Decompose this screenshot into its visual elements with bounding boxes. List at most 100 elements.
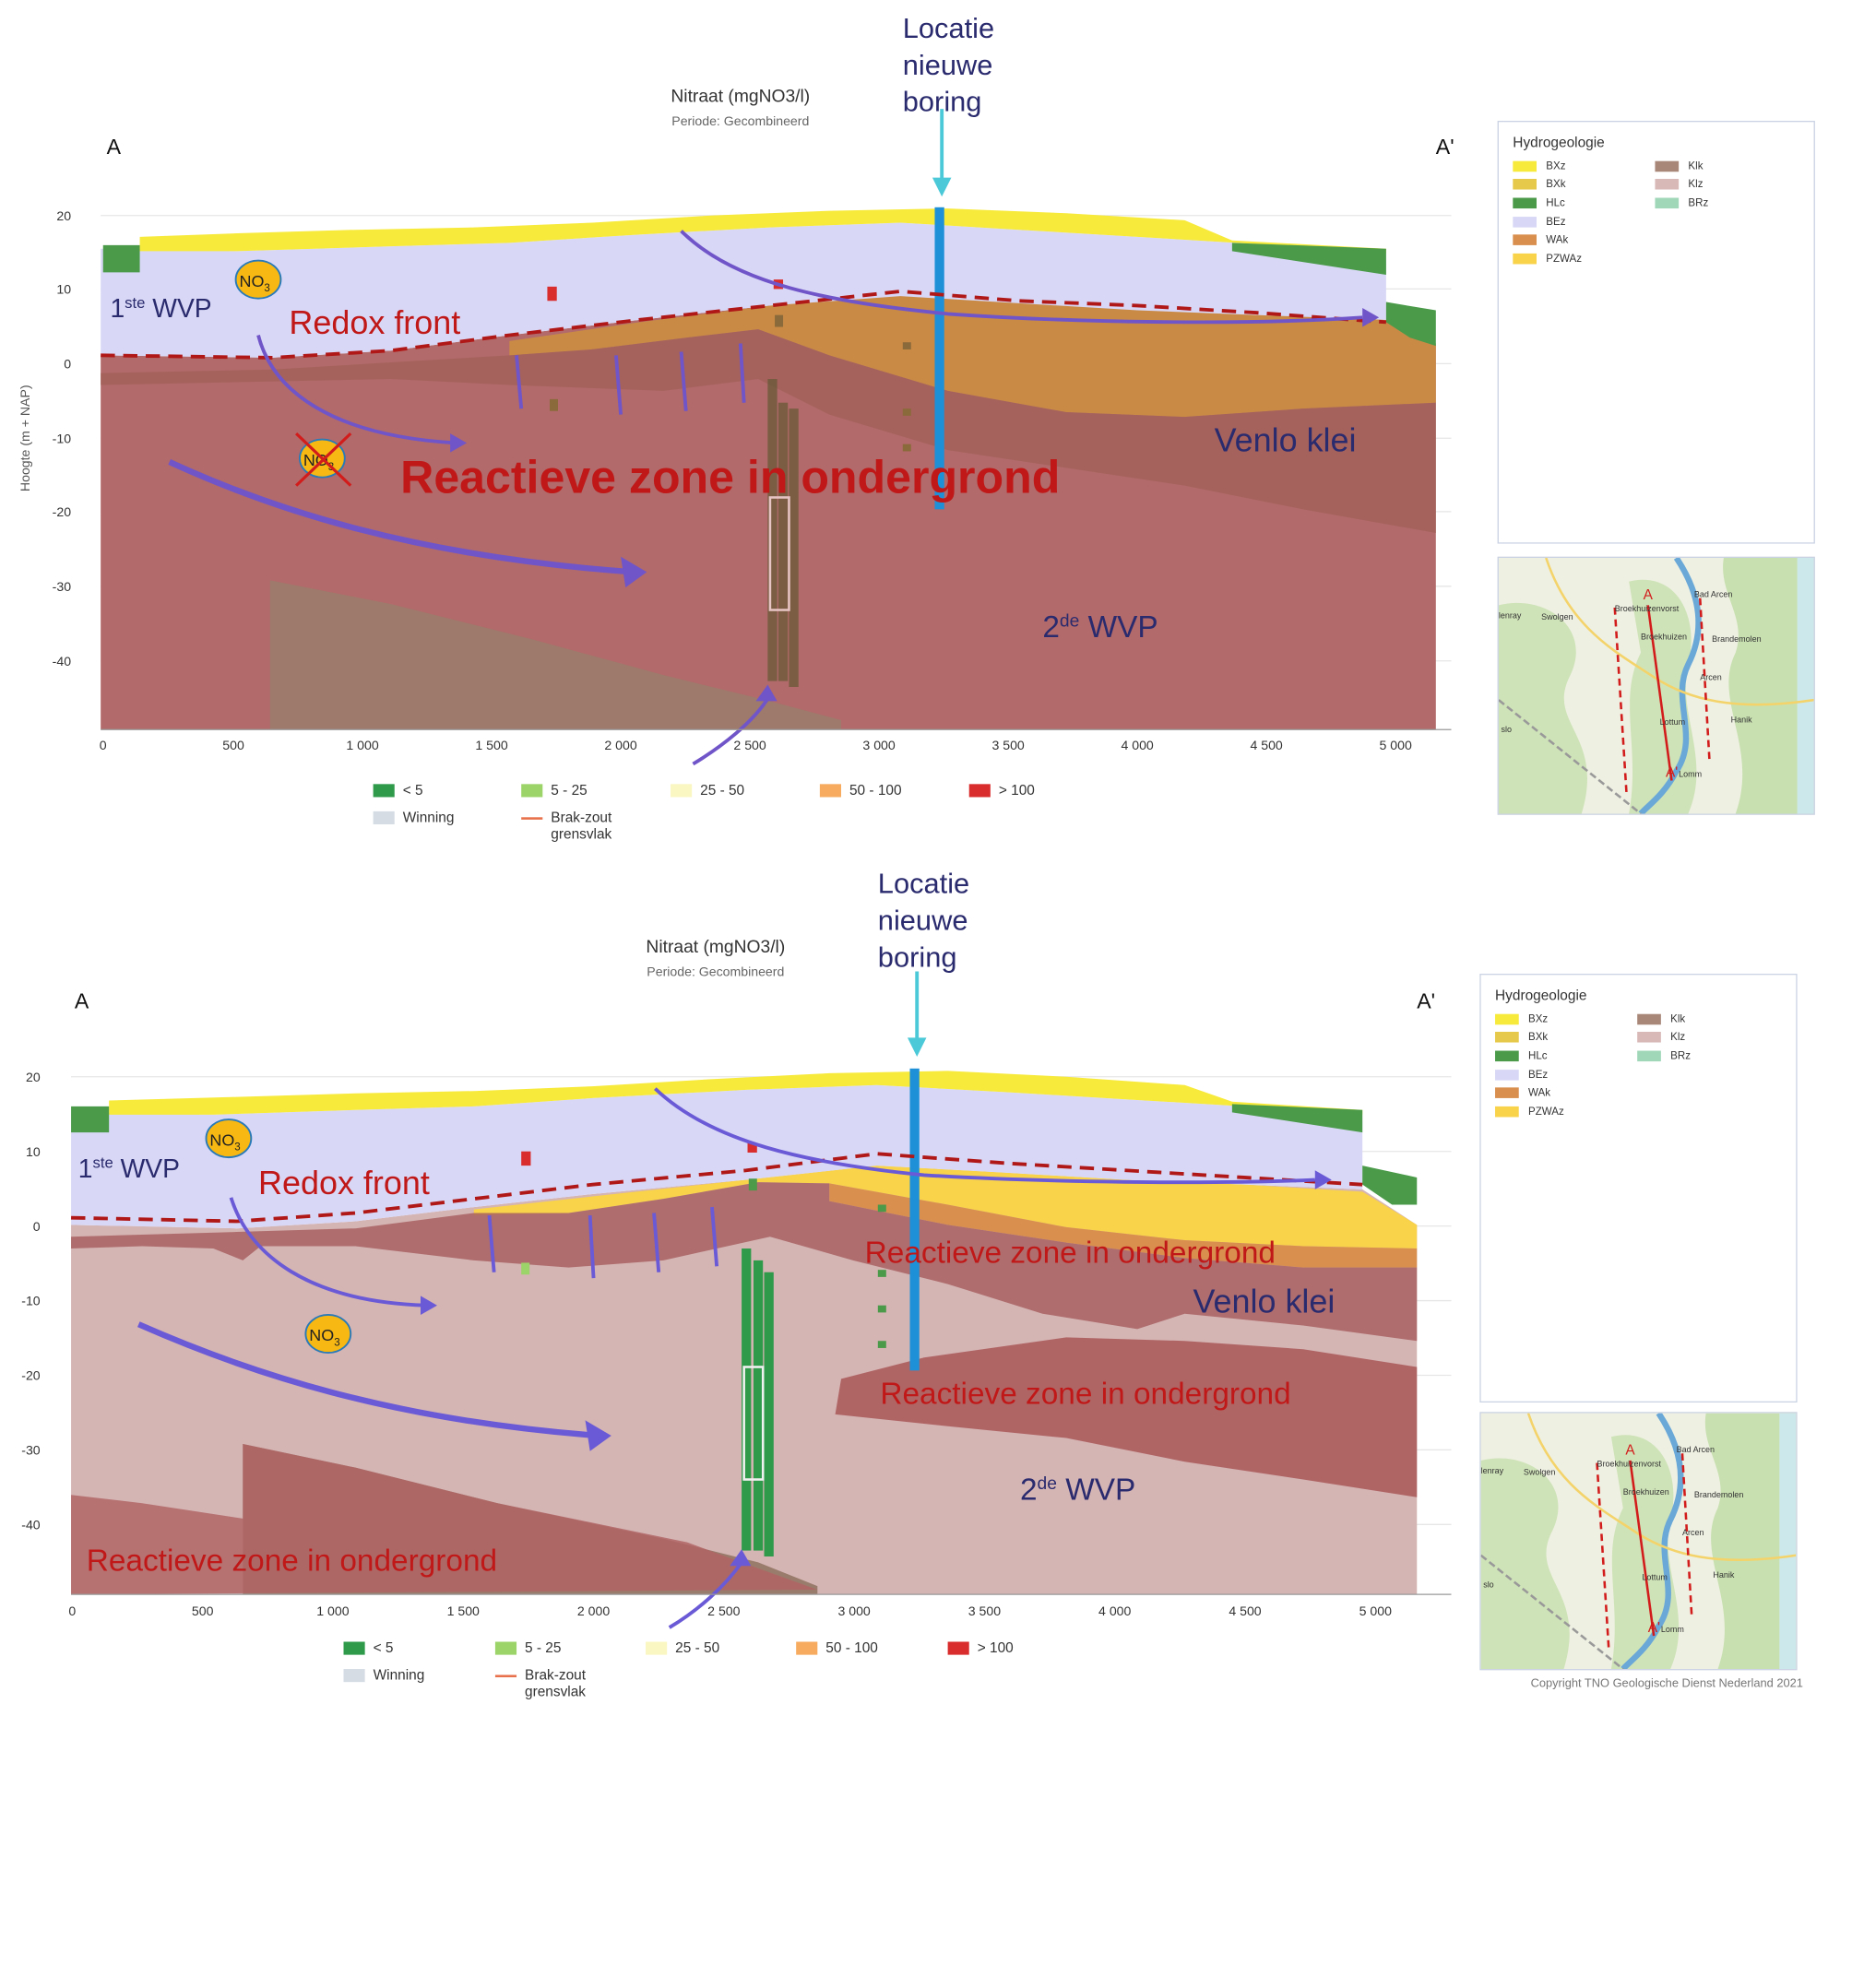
svg-text:NO3: NO3 [309, 1326, 339, 1348]
svg-text:-20: -20 [53, 504, 72, 519]
copyright-text: Copyright TNO Geologische Dienst Nederla… [1530, 1677, 1803, 1691]
legend-pzwaz-2: PZWAz [1495, 1106, 1564, 1117]
svg-text:-40: -40 [53, 654, 72, 669]
svg-text:-20: -20 [21, 1368, 41, 1383]
location-label-2-line2: nieuwe [878, 905, 968, 937]
svg-text:1 500: 1 500 [475, 738, 507, 752]
map-label-slo-2: slo [1483, 1580, 1494, 1590]
redox-front-label-2: Redox front [258, 1164, 430, 1201]
nitrate-legend-gt100: > 100 [968, 782, 1035, 799]
reactive-zone-label: Reactieve zone in ondergrond [400, 451, 1060, 503]
bottom-panel: Nitraat (mgNO3/l) Periode: Gecombineerd … [0, 870, 1852, 1741]
legend-winning-2: Winning [343, 1666, 424, 1683]
section-end-label: A' [1436, 135, 1454, 159]
chart-title: Nitraat (mgNO3/l) [671, 87, 810, 106]
bottom-cross-section: Nitraat (mgNO3/l) Periode: Gecombineerd … [21, 870, 1452, 1629]
aquifer1-label-2: 1ste WVP [78, 1154, 180, 1183]
map-label-lomm: Lomm [1679, 771, 1703, 780]
layer-reactive-middle [835, 1337, 1418, 1497]
layer-hlc-end-2 [1362, 1166, 1418, 1205]
svg-text:2 000: 2 000 [604, 738, 636, 752]
legend-klz: Klz [1655, 178, 1703, 190]
nitrate-legend-lt5: < 5 [373, 782, 423, 799]
redox-front-line [101, 290, 1387, 360]
svg-text:NO3: NO3 [209, 1130, 240, 1153]
layer-hlc-right-2 [1231, 1104, 1363, 1133]
map-label-hanik-2: Hanik [1713, 1571, 1735, 1580]
map-label-broekhuizenvorst-2: Broekhuizenvorst [1597, 1460, 1661, 1469]
svg-text:-40: -40 [21, 1517, 41, 1532]
nitrate-legend-50-100-2: 50 - 100 [796, 1639, 878, 1656]
venlo-clay-label-2: Venlo klei [1193, 1282, 1335, 1319]
map-label-slo: slo [1501, 726, 1512, 735]
aquifer2-label: 2de WVP [1042, 610, 1158, 645]
map-label-a: A [1643, 586, 1653, 603]
svg-text:-30: -30 [53, 579, 72, 594]
location-label-line2: nieuwe [903, 49, 993, 81]
svg-text:1 000: 1 000 [316, 1603, 349, 1618]
layer-bxz-2 [109, 1071, 1363, 1115]
redox-front-line-2 [71, 1152, 1363, 1224]
legend-brz-2: BRz [1637, 1049, 1691, 1061]
svg-text:4 500: 4 500 [1250, 738, 1282, 752]
venlo-clay-label: Venlo klei [1215, 420, 1357, 458]
svg-text:0: 0 [64, 356, 71, 371]
layer-bez-aquifer [101, 222, 1386, 358]
redox-front-label: Redox front [289, 303, 460, 341]
map-label-swolgen-2: Swolgen [1523, 1468, 1556, 1477]
svg-text:20: 20 [26, 1070, 41, 1084]
svg-text:-10: -10 [21, 1294, 41, 1308]
layer-wak-2 [829, 1183, 1418, 1268]
flow-arrowheads-2 [420, 1170, 1332, 1567]
map-label-arcen-2: Arcen [1681, 1529, 1704, 1538]
layer-pzwaz-2 [473, 1166, 1418, 1249]
map-label-broekhuizen: Broekhuizen [1641, 633, 1688, 643]
legend-wak: WAk [1513, 233, 1568, 245]
section-start-label-2: A [75, 988, 89, 1012]
map-label-swolgen: Swolgen [1541, 613, 1573, 622]
svg-text:3 000: 3 000 [837, 1603, 870, 1618]
map-label-broekhuizen-2: Broekhuizen [1622, 1488, 1669, 1497]
svg-text:2 500: 2 500 [733, 738, 766, 752]
legend-hlc-2: HLc [1495, 1049, 1548, 1061]
hydrogeology-legend-title: Hydrogeologie [1513, 134, 1605, 151]
location-label-2-line3: boring [878, 941, 957, 973]
observation-well-filters-2 [521, 1142, 886, 1557]
flow-arrows-2 [137, 1087, 1315, 1629]
map-label-brandemolen-2: Brandemolen [1693, 1491, 1744, 1500]
new-borehole-column-2 [909, 1068, 920, 1371]
map-label-brandemolen: Brandemolen [1712, 635, 1762, 645]
svg-text:4 000: 4 000 [1098, 1603, 1131, 1618]
legend-klz-2: Klz [1637, 1031, 1685, 1043]
y-axis-label: Hoogte (m + NAP) [18, 385, 32, 491]
svg-text:2 000: 2 000 [577, 1603, 610, 1618]
nitrate-legend-5-25-2: 5 - 25 [494, 1639, 561, 1656]
map-label-a-2: A [1625, 1441, 1635, 1459]
aquifer1-label: 1ste WVP [110, 293, 211, 323]
x-axis-ticks-2: 0 500 1 000 1 500 2 000 2 500 3 000 3 50… [68, 1603, 1392, 1618]
map-label-a-prime: A' [1666, 763, 1679, 781]
svg-text:0: 0 [33, 1219, 41, 1234]
location-map: A Bad Arcen Swolgen Broekhuizenvorst Bro… [1497, 556, 1815, 815]
aquifer2-label-2: 2de WVP [1020, 1473, 1135, 1507]
layer-bxz-surface [139, 208, 1386, 254]
svg-text:NO3: NO3 [239, 272, 269, 294]
nitrate-legend-5-25: 5 - 25 [521, 782, 588, 799]
map-label-lomm-2: Lomm [1660, 1626, 1684, 1635]
nitrate-legend-lt5-2: < 5 [343, 1639, 393, 1656]
flow-arrows [168, 230, 1363, 766]
map-label-bad-arcen: Bad Arcen [1693, 590, 1733, 599]
no3-badge-upper: NO3 [205, 1118, 253, 1159]
legend-klk-2: Klk [1637, 1012, 1685, 1024]
svg-text:1 500: 1 500 [447, 1603, 480, 1618]
svg-text:3 000: 3 000 [862, 738, 895, 752]
layer-venlo-clay [101, 329, 1436, 534]
new-borehole-arrowhead [932, 177, 952, 197]
map-label-venray: lenray [1498, 612, 1522, 621]
no3-badge: NO3 [234, 259, 282, 300]
flow-arrowheads [450, 307, 1380, 702]
svg-text:10: 10 [56, 282, 71, 297]
legend-hlc: HLc [1513, 196, 1565, 208]
new-borehole-arrowhead-2 [907, 1037, 927, 1057]
